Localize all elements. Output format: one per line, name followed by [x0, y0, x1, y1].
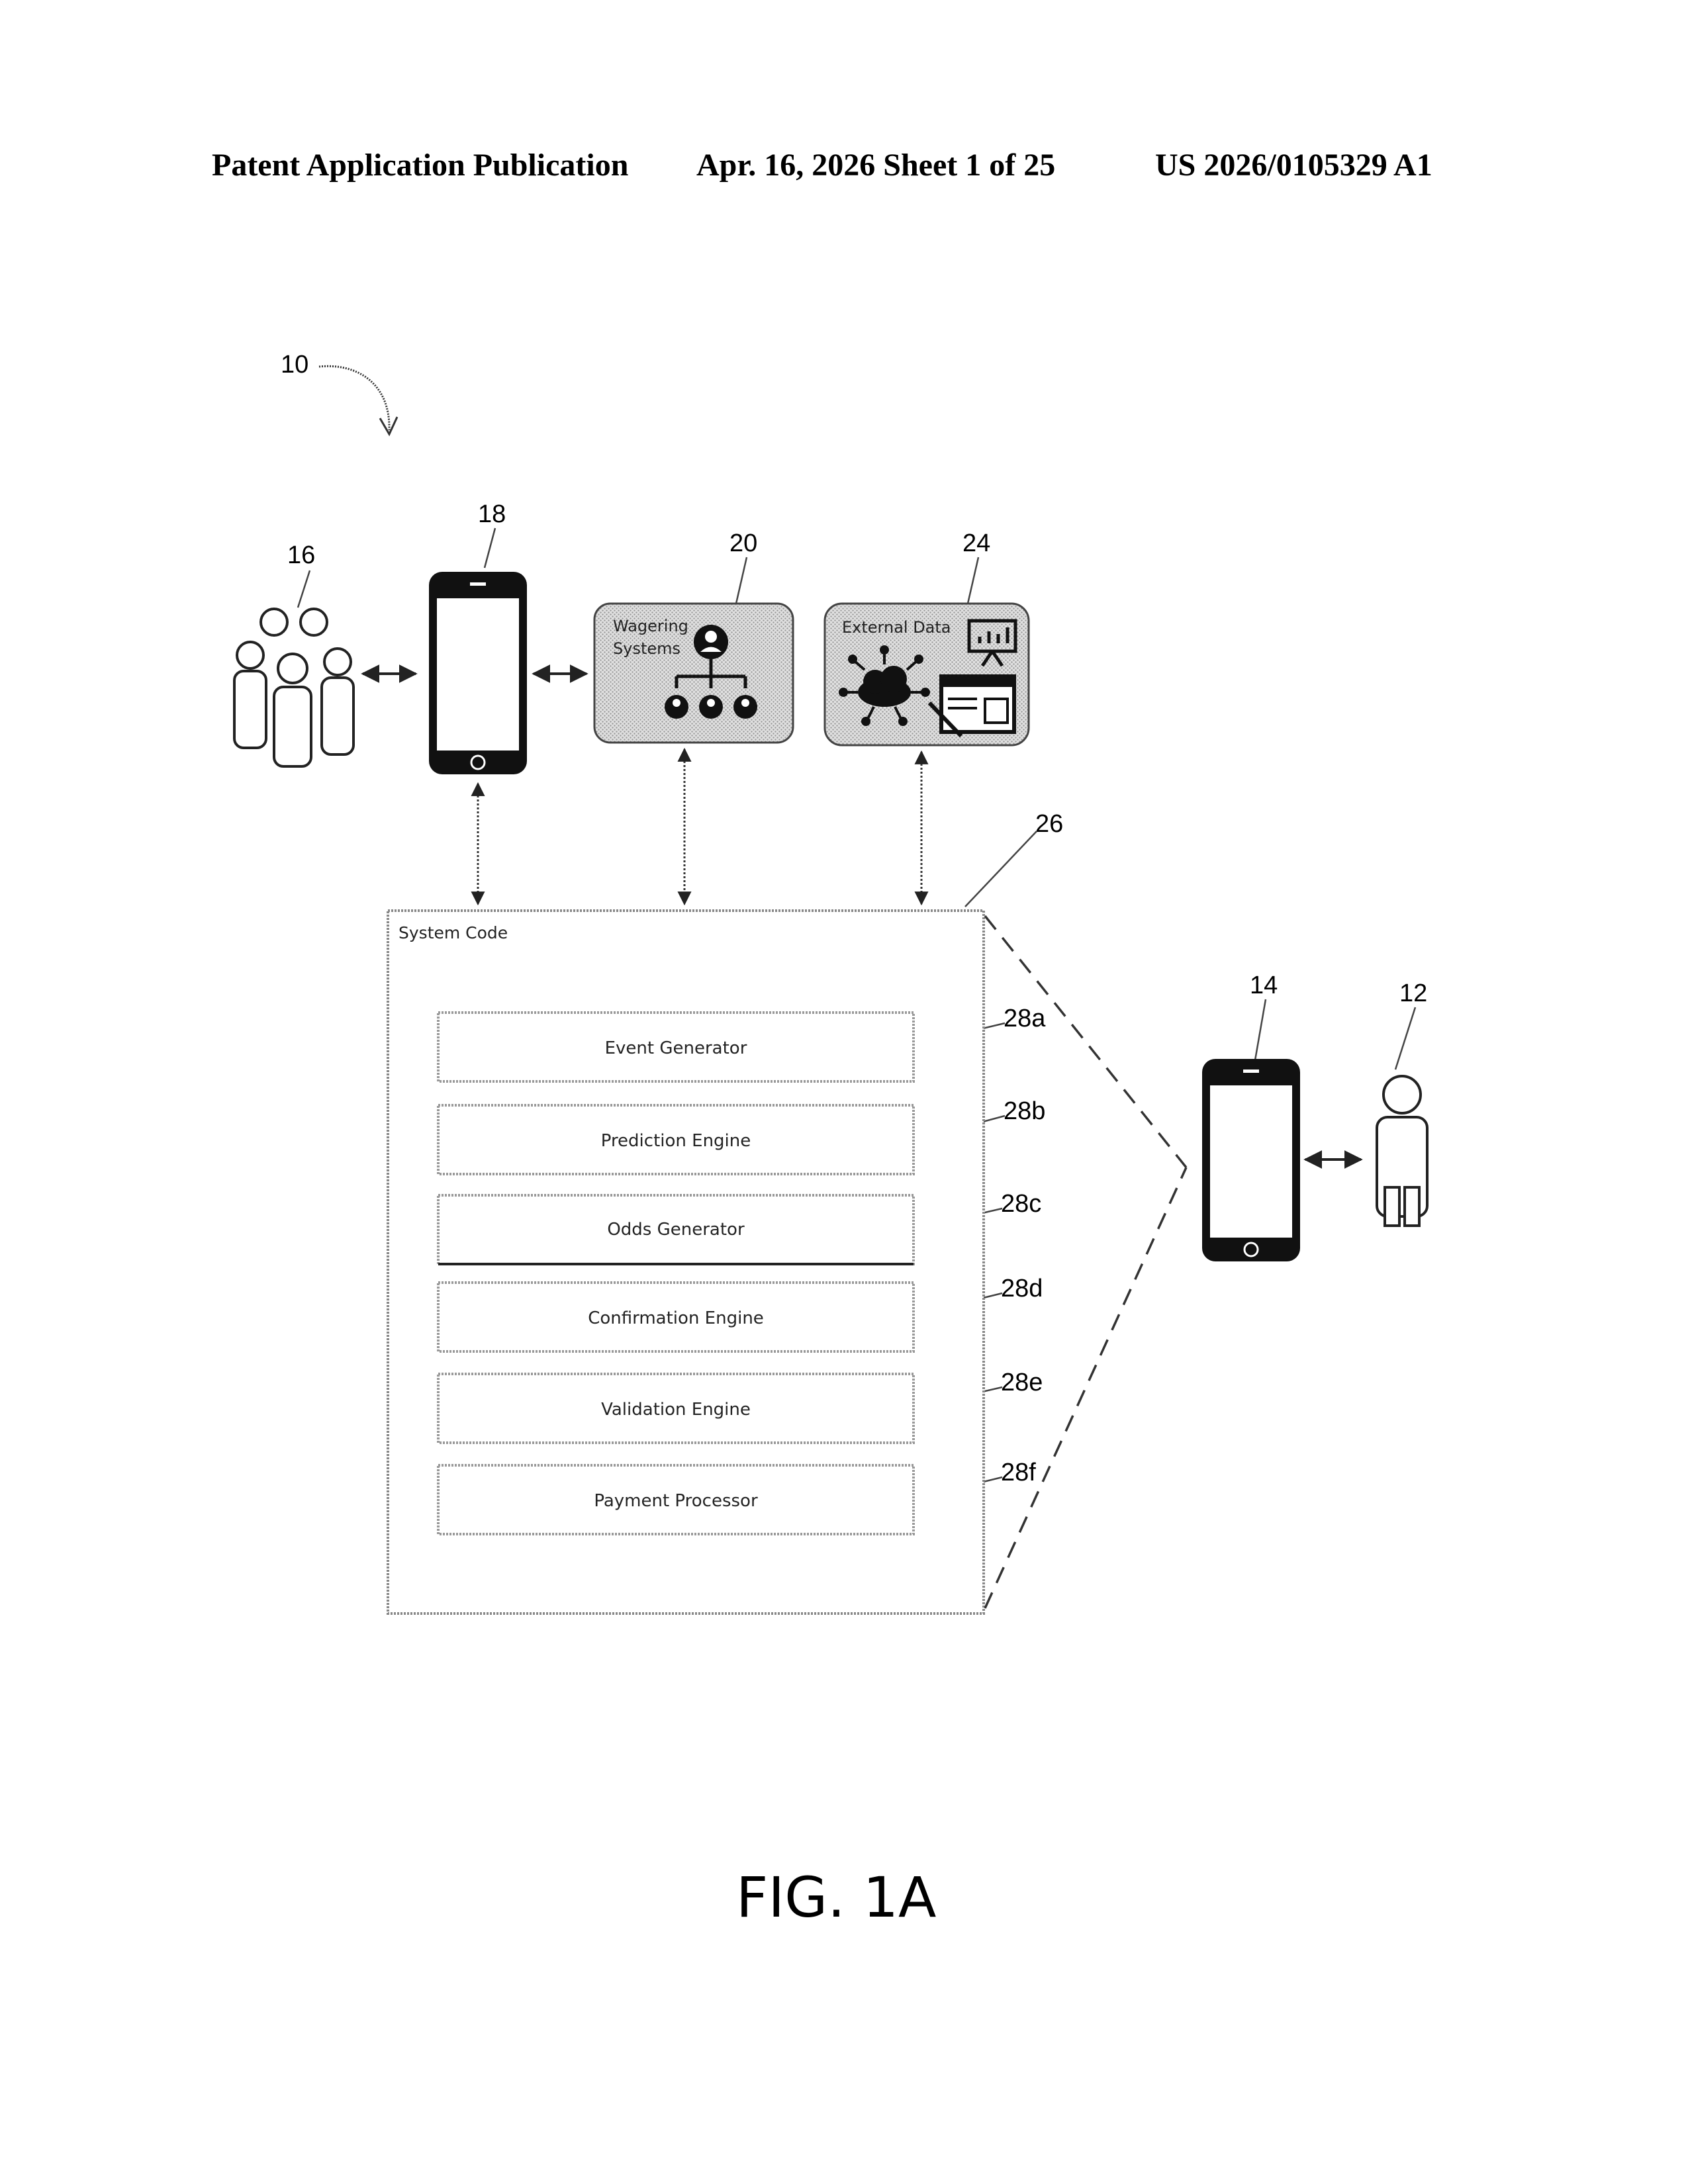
wagering-title-2: Systems [613, 639, 680, 658]
module-validation-engine: Validation Engine [438, 1374, 914, 1443]
external-title: External Data [842, 618, 951, 637]
module-label: Validation Engine [601, 1400, 751, 1420]
module-confirmation-engine: Confirmation Engine [438, 1283, 914, 1351]
system-code-title: System Code [399, 923, 508, 942]
wagering-systems-box: Wagering Systems [594, 604, 793, 743]
callout-line-top [985, 916, 1186, 1167]
smartphone-icon [1202, 1059, 1300, 1261]
module-label: Event Generator [605, 1038, 747, 1058]
module-prediction-engine: Prediction Engine [438, 1105, 914, 1174]
person-icon [1377, 1076, 1427, 1226]
module-label: Odds Generator [607, 1220, 745, 1240]
figure-label: FIG. 1A [736, 1865, 937, 1930]
module-label: Confirmation Engine [588, 1308, 764, 1328]
module-odds-generator: Odds Generator [438, 1195, 914, 1264]
smartphone-icon [429, 572, 527, 774]
user-group-icon [234, 609, 353, 766]
module-label: Prediction Engine [601, 1131, 751, 1151]
module-event-generator: Event Generator [438, 1013, 914, 1081]
web-page-icon [929, 676, 1014, 736]
callout-line-bottom [985, 1167, 1186, 1608]
curved-arrow-10 [319, 366, 389, 430]
wagering-title-1: Wagering [613, 617, 688, 635]
external-data-box: External Data [825, 604, 1029, 745]
module-payment-processor: Payment Processor [438, 1465, 914, 1534]
module-label: Payment Processor [594, 1491, 758, 1511]
